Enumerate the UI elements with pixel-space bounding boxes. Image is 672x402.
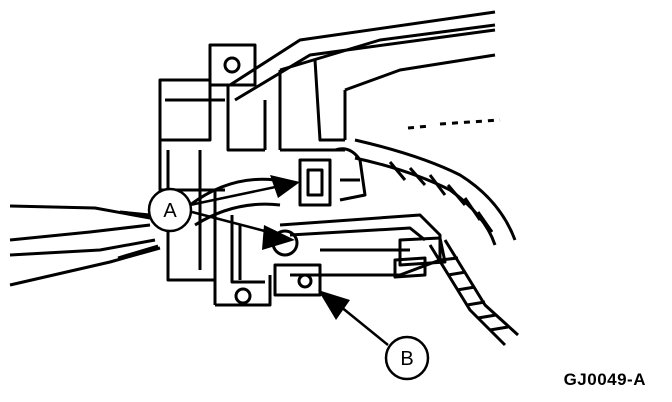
callout-b-arrow [318,290,389,346]
callout-b: B [384,335,430,381]
pliers-tool [9,177,281,287]
mounting-bracket [158,43,272,307]
switch-assembly [271,147,447,297]
wiring-harness [354,138,520,347]
figure-code: GJ0049-A [563,370,646,389]
steering-column-housing [226,10,501,152]
callout-a-label: A [163,200,177,222]
callout-a: A [147,187,193,233]
callout-b-label: B [400,348,413,370]
callout-a-arrows [189,175,300,250]
